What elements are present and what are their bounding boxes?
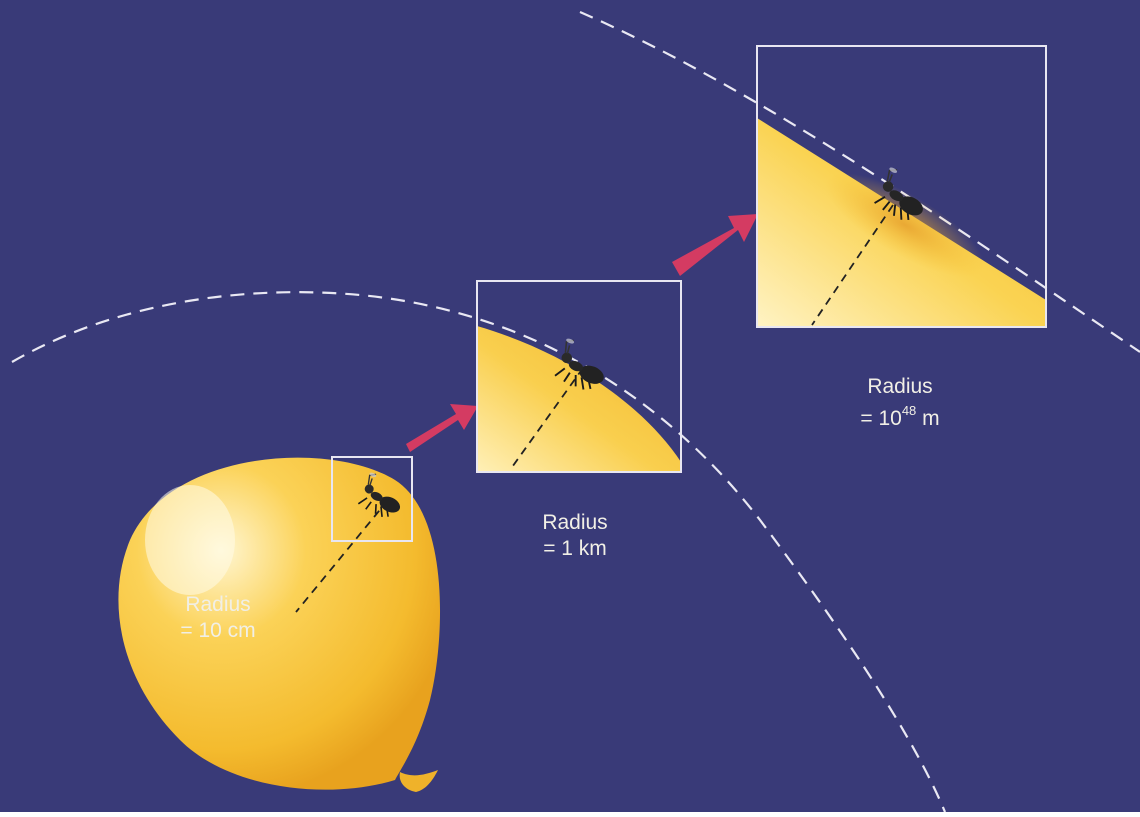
dashed-circle-medium — [11, 291, 947, 813]
dashed-circle-large — [579, 10, 1140, 353]
radius-value-exponent: 48 — [901, 403, 917, 418]
radius-label-medium: Radius = 1 km — [515, 510, 635, 562]
radius-label-large-title: Radius — [867, 375, 933, 398]
radius-value-prefix: = 10 — [860, 407, 902, 430]
radius-value-suffix: m — [916, 407, 940, 430]
radius-label-medium-value: = 1 km — [543, 537, 607, 560]
radius-label-large: Radius = 1048 m — [840, 374, 960, 432]
zoom-frame-medium — [476, 280, 682, 473]
zoom-frame-large — [756, 45, 1047, 328]
radius-label-small-title: Radius — [185, 593, 251, 616]
radius-label-large-value: = 1048 m — [840, 400, 960, 432]
radius-label-small: Radius = 10 cm — [158, 592, 278, 644]
radius-line-small — [295, 499, 389, 613]
zoom-frame-small — [331, 456, 413, 542]
radius-label-medium-title: Radius — [542, 511, 608, 534]
arrow-right-up-icon — [406, 404, 478, 452]
arrow-right-up-icon — [672, 214, 758, 276]
radius-label-small-value: = 10 cm — [180, 619, 256, 642]
